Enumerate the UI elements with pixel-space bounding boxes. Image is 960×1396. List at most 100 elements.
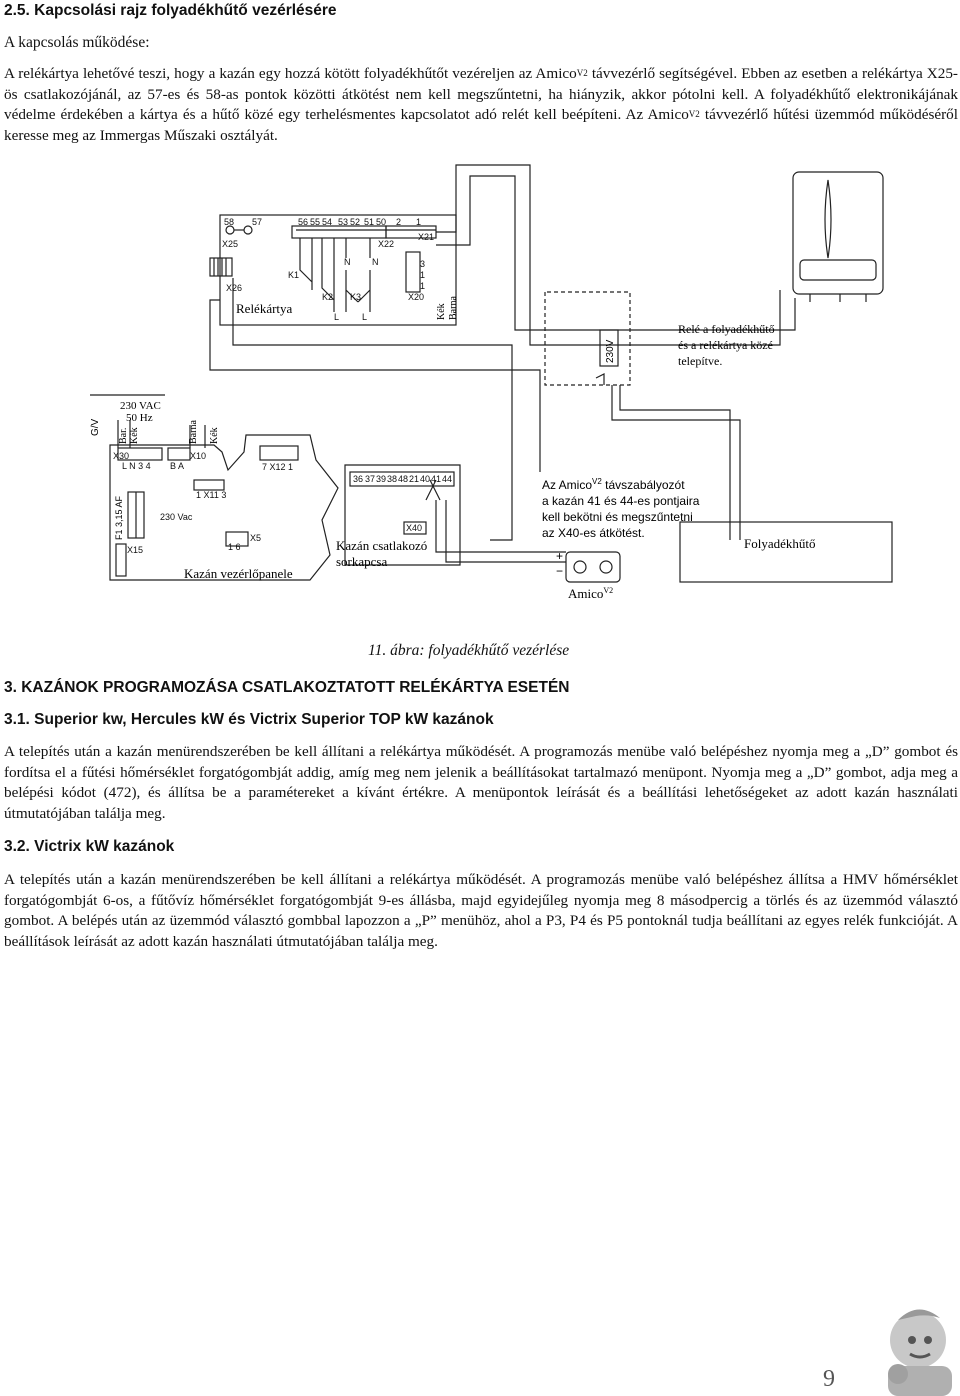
x26-connector bbox=[209, 257, 233, 277]
pin-54: 54 bbox=[322, 217, 332, 227]
terminal-pin-21: 21 bbox=[409, 474, 419, 484]
label-k1: K1 bbox=[288, 270, 299, 280]
label-gv: G/V bbox=[90, 418, 101, 436]
label-n1: N bbox=[344, 257, 351, 267]
x20-pin-3: 3 bbox=[420, 259, 425, 269]
x12-pins: 7 X12 1 bbox=[262, 462, 293, 472]
pin-55: 55 bbox=[310, 217, 320, 227]
label-x5: X5 bbox=[250, 533, 261, 543]
section-3-1-title: 3.1. Superior kw, Hercules kW és Victrix… bbox=[4, 711, 494, 728]
terminal-pin-40: 40 bbox=[420, 474, 430, 484]
terminal-pin-37: 37 bbox=[365, 474, 375, 484]
terminal-pin-39: 39 bbox=[376, 474, 386, 484]
section-3-2-text: A telepítés után a kazán menürendszerébe… bbox=[4, 871, 958, 950]
label-barna: Barna bbox=[188, 420, 199, 444]
amico-note-1: Az AmicoV2 távszabályozót bbox=[542, 477, 685, 492]
label-n2: N bbox=[372, 257, 379, 267]
supply-frequency: 50 Hz bbox=[126, 412, 153, 424]
relay-note-1: Relé a folyadékhűtő bbox=[678, 322, 775, 336]
relay-voltage: 230V bbox=[605, 339, 616, 363]
section-3-2-title: 3.2. Victrix kW kazánok bbox=[4, 838, 175, 855]
chiller-box bbox=[679, 521, 893, 583]
x25-pin-58 bbox=[225, 225, 235, 235]
intro-v2-1: V2 bbox=[576, 68, 588, 78]
pin-2: 2 bbox=[396, 217, 401, 227]
pin-56: 56 bbox=[298, 217, 308, 227]
terminal-title-1: Kazán csatlakozó bbox=[336, 538, 427, 553]
terminal-pin-36: 36 bbox=[353, 474, 363, 484]
wire-kek: Kék bbox=[436, 303, 447, 320]
minus-sign: − bbox=[556, 564, 563, 578]
label-k3: K3 bbox=[350, 292, 361, 302]
pin-53: 53 bbox=[338, 217, 348, 227]
terminal-pin-48: 48 bbox=[398, 474, 408, 484]
label-l2: L bbox=[362, 312, 367, 322]
section-3-1-text: A telepítés után a kazán menürendszerébe… bbox=[4, 743, 958, 822]
label-l1: L bbox=[334, 312, 339, 322]
pin-1: 1 bbox=[416, 217, 421, 227]
x25-pin-57 bbox=[243, 225, 253, 235]
label-x22: X22 bbox=[378, 239, 394, 249]
pin-52: 52 bbox=[350, 217, 360, 227]
control-panel-title: Kazán vezérlőpanele bbox=[184, 566, 293, 581]
mascot-logo bbox=[888, 1309, 952, 1396]
intro-v2-2: V2 bbox=[688, 109, 700, 119]
supply-voltage: 230 VAC bbox=[120, 400, 161, 412]
wiring-diagram: 58 57 56 55 54 53 52 51 50 2 1 X25 X26 X… bbox=[90, 164, 893, 601]
figure-caption: 11. ábra: folyadékhűtő vezérlése bbox=[368, 642, 570, 659]
x10-pins: B A bbox=[170, 461, 184, 471]
label-x10: X10 bbox=[190, 451, 206, 461]
x20-block bbox=[405, 251, 421, 293]
intro-part-2: távvezérlő segítségével. Ebben az esetbe… bbox=[4, 65, 958, 123]
pin-51: 51 bbox=[364, 217, 374, 227]
panel-vac: 230 Vac bbox=[160, 512, 193, 522]
terminal-title-2: sorkapcsa bbox=[336, 554, 387, 569]
plus-sign: + bbox=[556, 549, 563, 563]
chiller-label: Folyadékhűtő bbox=[744, 536, 816, 551]
wire-barna: Barna bbox=[448, 296, 459, 320]
label-x20: X20 bbox=[408, 292, 424, 302]
x20-pin-1a: 1 bbox=[420, 270, 425, 280]
label-x15: X15 bbox=[127, 545, 143, 555]
relay-230v-box bbox=[599, 329, 619, 367]
x5-pins: 1 6 bbox=[228, 542, 241, 552]
amico-note-4: az X40-es átkötést. bbox=[542, 526, 645, 540]
page-number: 9 bbox=[823, 1366, 835, 1392]
control-panel-outline bbox=[109, 434, 339, 581]
label-k2: K2 bbox=[322, 292, 333, 302]
section-title: 2.5. Kapcsolási rajz folyadékhűtő vezérl… bbox=[4, 2, 337, 19]
section-3-title: 3. KAZÁNOK PROGRAMOZÁSA CSATLAKOZTATOTT … bbox=[4, 679, 570, 696]
pin-57: 57 bbox=[252, 217, 262, 227]
fuse-label: F1 3,15 AF bbox=[114, 495, 124, 540]
intro-part-1: A relékártya lehetővé teszi, hogy a kazá… bbox=[4, 65, 577, 82]
amico-note-2: a kazán 41 és 44-es pontjaira bbox=[542, 494, 700, 508]
intro-part-3: távvezérlő hűtési üzemmód működéséről ke… bbox=[4, 106, 958, 144]
intro-paragraph: A relékártya lehetővé teszi, hogy a kazá… bbox=[4, 64, 958, 146]
terminal-block-outline bbox=[344, 464, 461, 566]
relay-card-outline bbox=[219, 214, 457, 326]
x30-pins: L N 3 4 bbox=[122, 461, 151, 471]
terminal-pin-44: 44 bbox=[442, 474, 452, 484]
boiler-unit bbox=[792, 171, 884, 295]
terminal-pin-41: 41 bbox=[431, 474, 441, 484]
label-x21: X21 bbox=[418, 232, 434, 242]
label-kek-2: Kék bbox=[209, 427, 220, 444]
section-subtitle: A kapcsolás működése: bbox=[4, 34, 150, 51]
terminal-pin-38: 38 bbox=[387, 474, 397, 484]
label-x40: X40 bbox=[406, 523, 422, 533]
label-bar: Bar. bbox=[118, 428, 129, 444]
x20-pin-1b: 1 bbox=[420, 281, 425, 291]
label-kek-1: Kék bbox=[129, 427, 140, 444]
amico-device bbox=[565, 551, 621, 583]
x11-pins: 1 X11 3 bbox=[196, 490, 226, 500]
pin-50: 50 bbox=[376, 217, 386, 227]
relay-note-3: telepítve. bbox=[678, 354, 722, 368]
amico-note-3: kell bekötni és megszűntetni bbox=[542, 510, 693, 524]
pin-58: 58 bbox=[224, 217, 234, 227]
label-x30: X30 bbox=[113, 451, 129, 461]
label-x26: X26 bbox=[226, 283, 242, 293]
label-x25: X25 bbox=[222, 239, 238, 249]
relay-card-title: Relékártya bbox=[236, 301, 293, 316]
amico-label: AmicoV2 bbox=[568, 586, 613, 601]
relay-note-2: és a relékártya közé bbox=[678, 338, 773, 352]
